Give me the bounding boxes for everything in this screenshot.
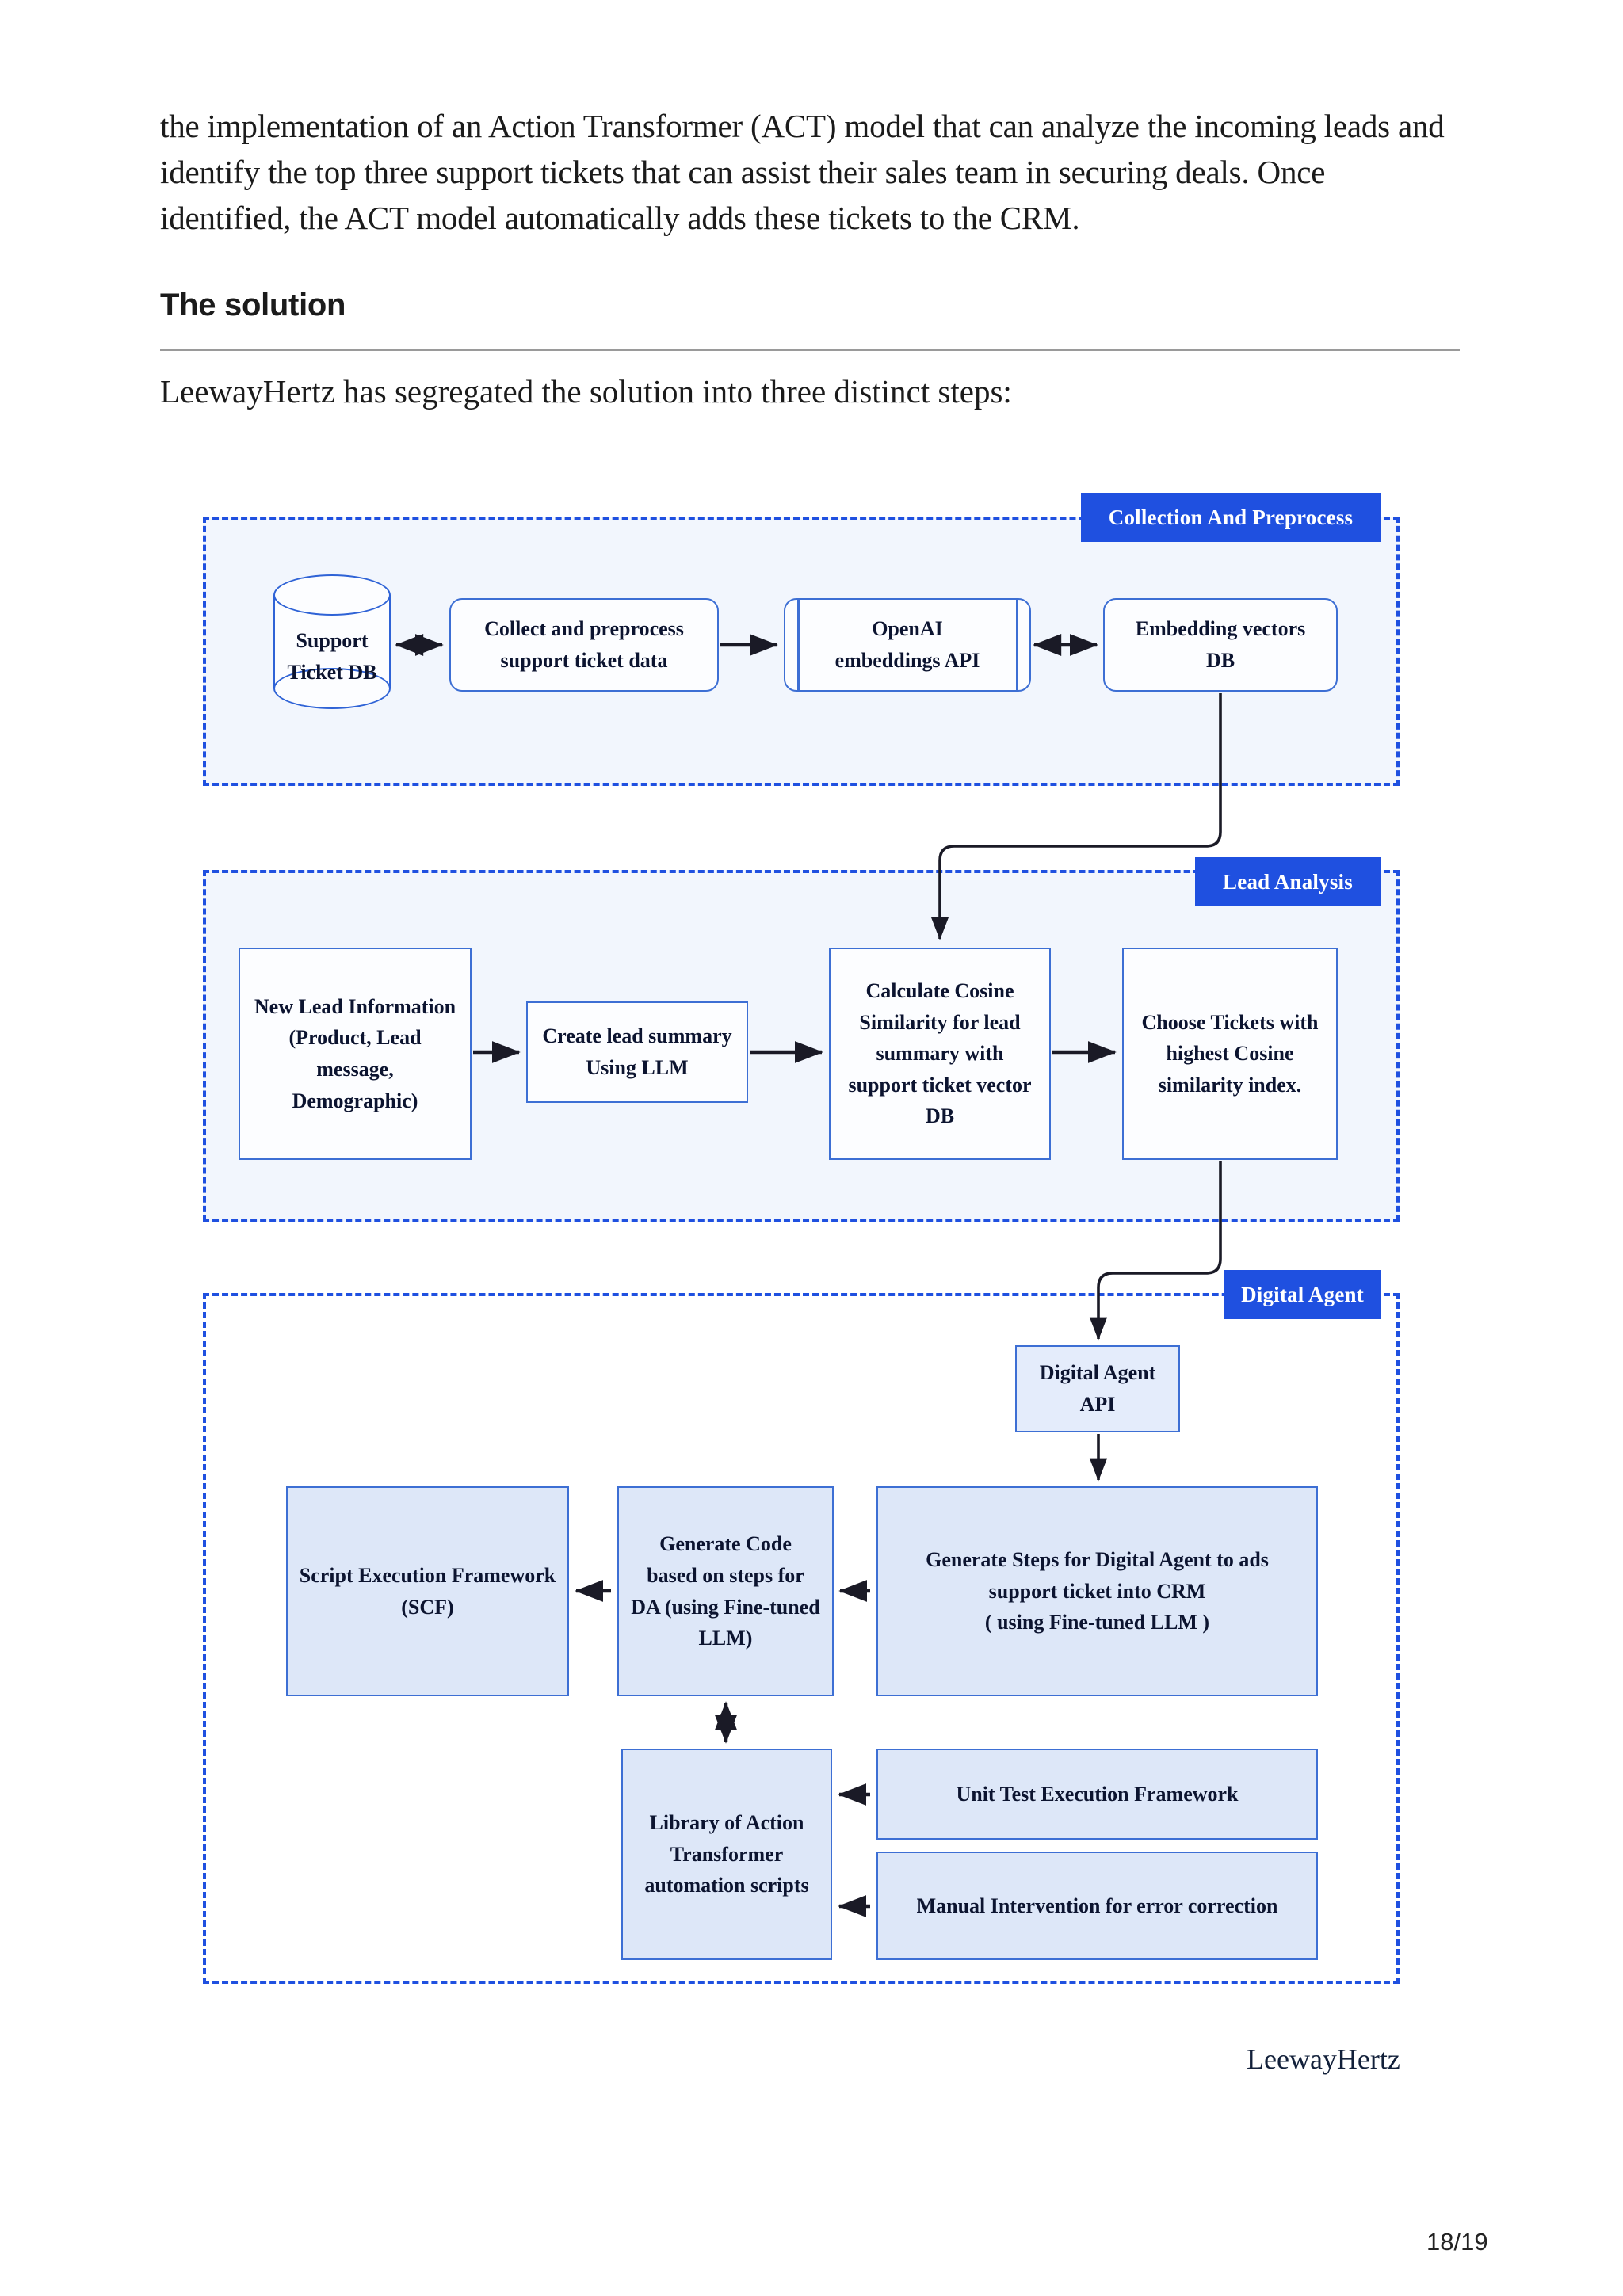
node-label-line: Collect and preprocess [484, 617, 684, 641]
page-section-heading: The solution [160, 288, 346, 322]
node-label-line: Unit Test Execution Framework [956, 1782, 1239, 1806]
node-label-line: support ticket vector [848, 1073, 1032, 1097]
node-label-line: summary with [876, 1042, 1004, 1066]
page-number: 18/19 [1426, 2228, 1488, 2256]
node-label-line: Ticket DB [287, 661, 377, 685]
node-label-line: API [1079, 1393, 1116, 1416]
node-label-line: Using LLM [586, 1056, 689, 1079]
cylinder-top-cap [273, 574, 391, 616]
node-label-line: Manual Intervention for error correction [916, 1894, 1278, 1917]
node-label-line: message, [316, 1058, 394, 1081]
node-support-ticket-db: Support Ticket DB [273, 574, 391, 709]
node-label-line: Demographic) [292, 1089, 418, 1112]
node-new-lead-information: New Lead Information (Product, Lead mess… [239, 948, 472, 1160]
section-badge-collection-and-preprocess: Collection And Preprocess [1081, 493, 1381, 542]
node-label-line: support ticket data [500, 649, 668, 672]
node-label-line: DB [925, 1104, 955, 1128]
intro-paragraph: the implementation of an Action Transfor… [160, 108, 1445, 236]
node-label-line: ( using Fine-tuned LLM ) [984, 1611, 1210, 1634]
heading-divider [160, 349, 1460, 351]
node-choose-tickets: Choose Tickets with highest Cosine simil… [1122, 948, 1338, 1160]
node-label-line: Create lead summary [542, 1024, 732, 1048]
node-unit-test-execution-framework: Unit Test Execution Framework [876, 1749, 1318, 1840]
node-digital-agent-api: Digital Agent API [1015, 1345, 1180, 1432]
node-label-line: DB [1205, 649, 1235, 672]
node-label-line: highest Cosine [1166, 1042, 1294, 1066]
node-label-line: based on steps for [647, 1563, 804, 1587]
node-label-line: Generate Steps for Digital Agent to ads [926, 1548, 1269, 1572]
node-label-line: Calculate Cosine [865, 979, 1014, 1003]
node-openai-embeddings-api: OpenAI embeddings API [784, 598, 1031, 692]
node-label-line: Support [296, 629, 369, 652]
node-calculate-cosine-similarity: Calculate Cosine Similarity for lead sum… [829, 948, 1051, 1160]
node-label-line: LLM) [698, 1627, 753, 1650]
node-label-line: DA (using Fine-tuned [631, 1595, 820, 1619]
node-label-line: automation scripts [644, 1874, 809, 1897]
node-label-line: (SCF) [401, 1595, 454, 1619]
brand-footer: LeewayHertz [1247, 2043, 1400, 2075]
node-label-line: OpenAI [872, 617, 943, 641]
node-create-lead-summary: Create lead summary Using LLM [526, 1001, 748, 1103]
node-label-line: New Lead Information [254, 994, 456, 1018]
node-label-line: Digital Agent [1039, 1361, 1156, 1385]
predefined-process-left-rail [797, 600, 800, 690]
predefined-process-right-rail [1015, 600, 1018, 690]
node-generate-code: Generate Code based on steps for DA (usi… [617, 1486, 834, 1696]
node-manual-intervention: Manual Intervention for error correction [876, 1852, 1318, 1960]
intro-paragraph-block: the implementation of an Action Transfor… [160, 103, 1460, 241]
node-label-line: (Product, Lead [288, 1026, 422, 1050]
node-label-line: similarity index. [1158, 1073, 1302, 1097]
node-label-line: embeddings API [834, 649, 980, 672]
node-embedding-vectors-db: Embedding vectors DB [1103, 598, 1338, 692]
node-generate-steps-for-digital-agent: Generate Steps for Digital Agent to ads … [876, 1486, 1318, 1696]
node-library-of-action-transformer: Library of Action Transformer automation… [621, 1749, 832, 1960]
section-badge-digital-agent: Digital Agent [1224, 1270, 1381, 1319]
node-label-line: Library of Action [649, 1811, 804, 1835]
node-collect-and-preprocess: Collect and preprocess support ticket da… [449, 598, 719, 692]
cylinder-bottom-cap [273, 668, 391, 709]
node-script-execution-framework: Script Execution Framework (SCF) [286, 1486, 569, 1696]
node-label-line: Embedding vectors [1135, 617, 1306, 641]
lead-in-sentence: LeewayHertz has segregated the solution … [160, 373, 1012, 410]
node-label-line: support ticket into CRM [988, 1579, 1206, 1603]
node-label-line: Generate Code [659, 1532, 792, 1556]
node-label-line: Script Execution Framework [299, 1563, 556, 1587]
section-badge-lead-analysis: Lead Analysis [1195, 857, 1381, 906]
node-label-line: Transformer [670, 1842, 784, 1866]
node-label-line: Similarity for lead [859, 1010, 1021, 1034]
node-label-line: Choose Tickets with [1141, 1010, 1319, 1034]
